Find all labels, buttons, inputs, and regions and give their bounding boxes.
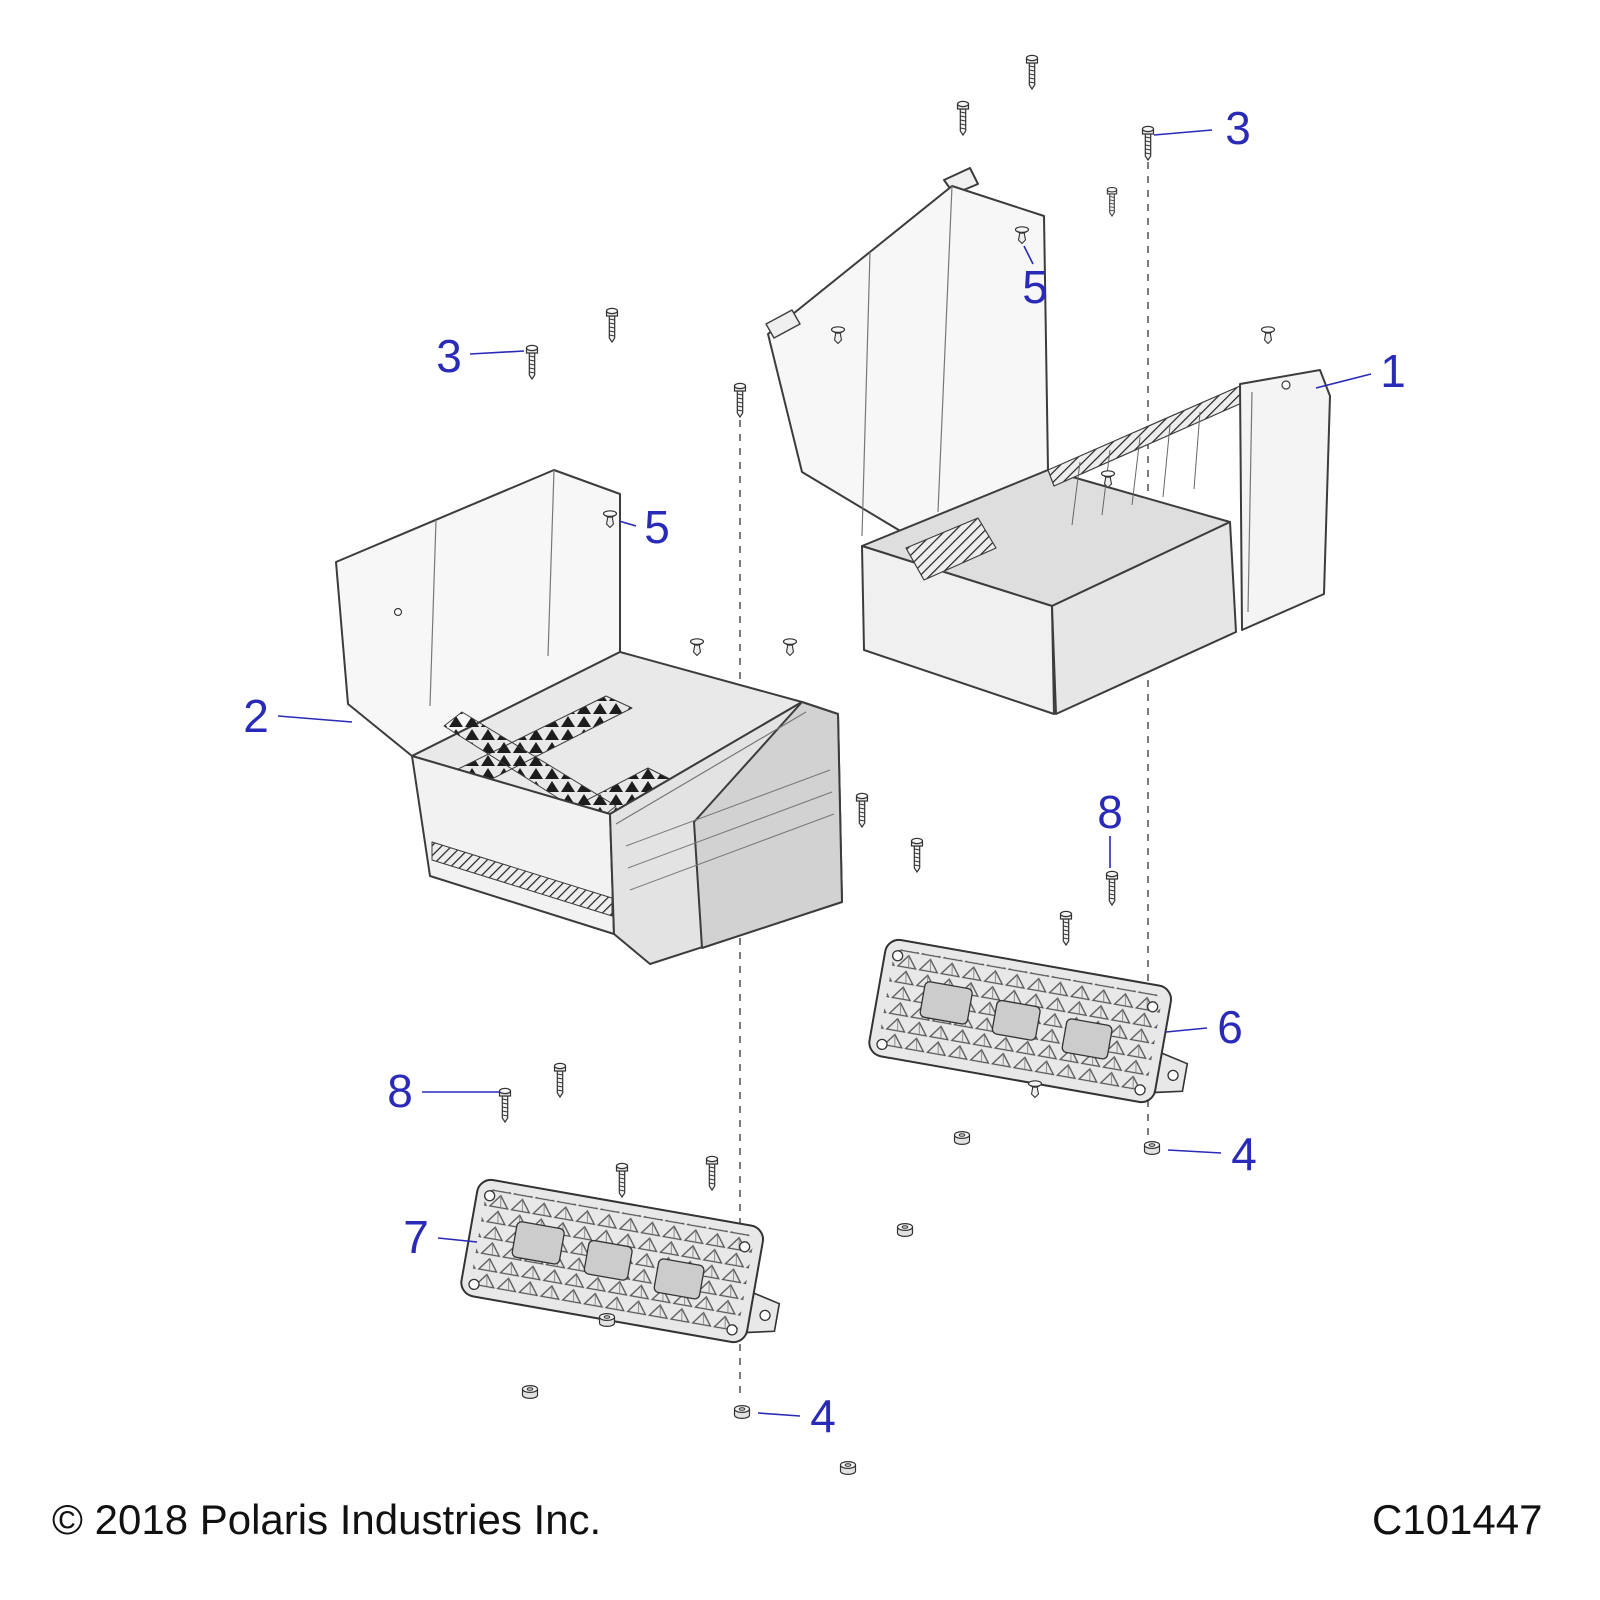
footwell-left-box-ribs [625,769,835,891]
footwell-right-panel-folds [861,185,953,537]
callout-6: 6 [1217,1001,1243,1053]
screw-icon [498,1087,512,1123]
screw-icon [1025,54,1039,90]
callout-3-top: 3 [1225,102,1251,154]
footwell-right [765,167,1331,715]
screw-icon [733,382,747,418]
nut-icon [953,1130,971,1146]
footrest-right-slot-2 [991,999,1041,1041]
callout-2: 2 [243,690,269,742]
screw-icon [615,1162,629,1198]
leader-4-right [1167,1149,1222,1154]
callout-4-bottom: 4 [810,1390,836,1442]
footwell-left-box-rim [615,711,807,825]
clip-icon [782,638,798,657]
footrest-right [868,938,1189,1104]
footwell-right-wall-ribs [1071,411,1201,526]
nut-icon [896,1222,914,1238]
callout-8-left: 8 [387,1065,413,1117]
nut-icon [521,1384,539,1400]
clip-icon [689,638,705,657]
screw-icon [910,837,924,873]
leader-4-bottom [757,1412,801,1417]
footwell-left-hole [393,607,403,617]
footwell-left-box-side [693,701,843,949]
footwell-right-center-tread [905,517,997,581]
callout-5-top: 5 [1022,261,1048,313]
nut-icon [598,1312,616,1328]
screw-icon [855,792,869,828]
leader-6 [1165,1027,1208,1033]
nut-icon [733,1404,751,1420]
callout-3-left: 3 [436,330,462,382]
footrest-left-slot-2 [583,1239,633,1281]
leader-5-mid [618,520,637,527]
callout-7: 7 [403,1211,429,1263]
callout-4-right: 4 [1231,1128,1257,1180]
nut-icon [1143,1140,1161,1156]
leader-lines [277,129,1372,1417]
clip-icon [1027,1080,1043,1099]
callout-8-right: 8 [1097,786,1123,838]
footwell-right-hole [1281,380,1291,390]
footrest-right-holes [876,950,1179,1096]
footwell-left-panel-folds [429,469,555,707]
footwell-right-end-cap [1239,369,1331,631]
screw-icon [1059,910,1073,946]
footrest-right-slot-1 [919,981,973,1025]
leader-2 [277,715,353,723]
screw-icon [553,1062,567,1098]
screw-icon [956,100,970,136]
leader-3-top [1153,129,1213,136]
screw-icon [1105,870,1119,906]
screw-icon [705,1155,719,1191]
leader-3-left [469,350,525,355]
screw-icon [605,307,619,343]
callout-1: 1 [1380,345,1406,397]
callout-5-mid: 5 [644,501,670,553]
footrest-left-slot-1 [511,1221,565,1265]
footwell-right-left-tab [765,309,801,339]
screw-icon [1141,125,1155,161]
drawing-number: C101447 [1372,1496,1543,1543]
footrest-right-slot-3 [1061,1018,1113,1060]
leader-7 [437,1237,478,1243]
footwell-right-side-skirt [1051,521,1237,715]
screw-icon [525,344,539,380]
nut-icon [839,1460,857,1476]
footrest-left [460,1178,781,1344]
footwell-right-end-cap-fold [1247,391,1253,613]
footwell-left [335,469,843,965]
leader-1 [1315,373,1372,389]
footwell-right-front-skirt [861,545,1055,715]
footrest-left-slot-3 [653,1258,705,1300]
footwell-right-rim-tread [1047,385,1245,487]
copyright-text: © 2018 Polaris Industries Inc. [52,1496,602,1543]
footwell-right-back-panel [767,185,1049,533]
screw-icon [1106,186,1118,217]
footwell-left-front-tread [431,841,613,917]
leader-5-top [1023,245,1034,265]
footrest-left-holes [468,1190,771,1336]
clip-icon [1260,326,1276,345]
